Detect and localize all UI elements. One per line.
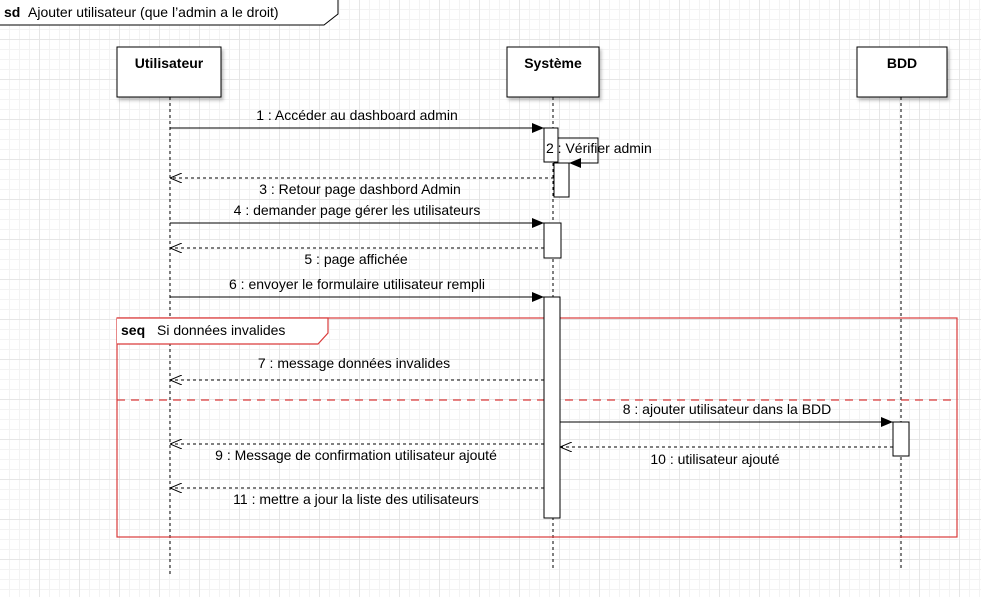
message-2-arrow [558, 137, 599, 168]
message-7-label: 7 : message données invalides [258, 355, 450, 371]
actor-systeme[interactable]: Système [506, 46, 600, 98]
message-2-label: 2 : Vérifier admin [546, 140, 652, 156]
activation-systeme-1 [543, 127, 559, 163]
message-10-label: 10 : utilisateur ajouté [650, 451, 779, 467]
message-1-label: 1 : Accéder au dashboard admin [256, 107, 458, 123]
message-5-label: 5 : page affichée [304, 251, 407, 267]
sd-frame: sd Ajouter utilisateur (que l’admin a le… [0, 0, 339, 26]
message-3-label: 3 : Retour page dashbord Admin [259, 181, 461, 197]
activation-bdd [892, 421, 910, 457]
seq-condition: Si données invalides [157, 322, 285, 338]
seq-keyword: seq [121, 322, 145, 338]
seq-fragment: seq Si données invalides [116, 317, 958, 538]
message-4-label: 4 : demander page gérer les utilisateurs [234, 202, 481, 218]
actor-bdd-label: BDD [887, 55, 917, 71]
sd-keyword: sd [4, 4, 20, 20]
activation-systeme-self [553, 162, 570, 198]
sd-title: Ajouter utilisateur (que l’admin a le dr… [28, 4, 279, 20]
actor-utilisateur-label: Utilisateur [135, 55, 204, 71]
message-11-label: 11 : mettre a jour la liste des utilisat… [233, 491, 479, 507]
activation-systeme-3 [543, 296, 561, 519]
actor-systeme-label: Système [524, 55, 582, 71]
actor-bdd[interactable]: BDD [856, 46, 948, 98]
actor-utilisateur[interactable]: Utilisateur [116, 46, 222, 98]
message-9-label: 9 : Message de confirmation utilisateur … [215, 447, 497, 463]
message-8-label: 8 : ajouter utilisateur dans la BDD [623, 401, 832, 417]
activation-systeme-2 [543, 222, 562, 259]
message-6-label: 6 : envoyer le formulaire utilisateur re… [229, 276, 485, 292]
